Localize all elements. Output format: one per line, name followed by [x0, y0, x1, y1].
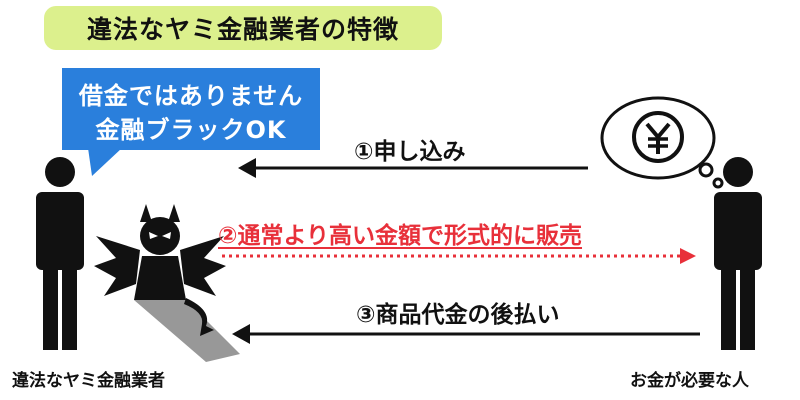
step-2-label: ②通常より高い金額で形式的に販売 [218, 223, 583, 249]
devil-icon [94, 204, 240, 362]
person-icon-left [36, 157, 84, 350]
speech-bubble-line-1: 借金ではありません [78, 82, 304, 110]
arrow-step-2 [222, 248, 696, 264]
arrow-step-1 [238, 158, 588, 178]
step-1-label: ①申し込み [354, 139, 466, 165]
actor-label-right: お金が必要な人 [630, 371, 749, 391]
step-3-label: ③商品代金の後払い [356, 302, 560, 328]
arrow-step-3 [232, 324, 700, 344]
person-icon-right [714, 157, 762, 350]
title-badge: 違法なヤミ金融業者の特徴 [44, 6, 442, 50]
speech-bubble-line-2: 金融ブラックOK [95, 116, 287, 144]
yen-coin-icon [632, 111, 684, 163]
actor-label-left: 違法なヤミ金融業者 [12, 371, 165, 391]
speech-bubble [62, 68, 320, 176]
page-title: 違法なヤミ金融業者の特徴 [86, 15, 399, 44]
devil-eyes [149, 232, 171, 239]
